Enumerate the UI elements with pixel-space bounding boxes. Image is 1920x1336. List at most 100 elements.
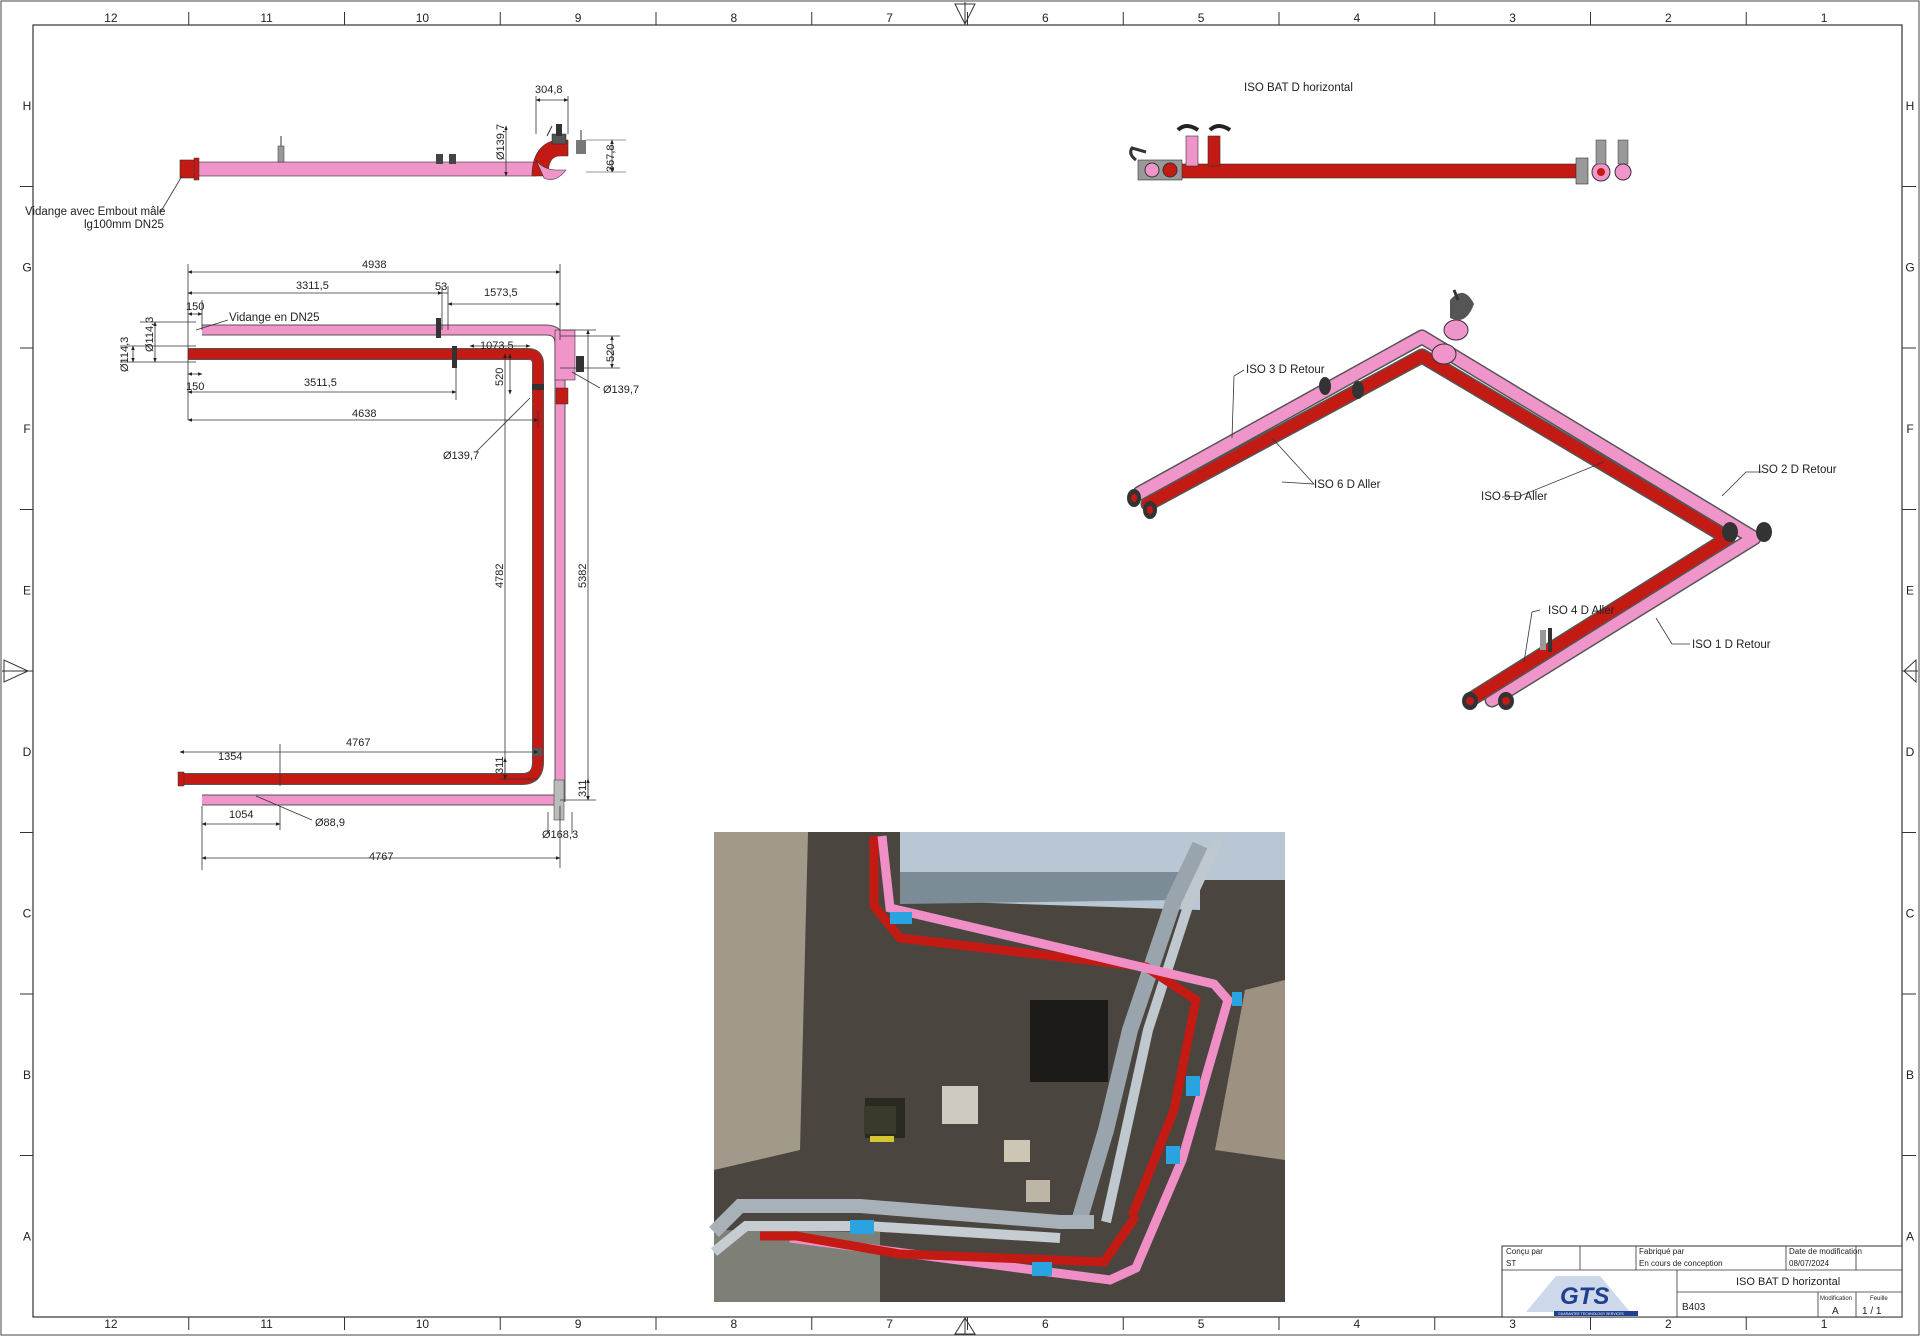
- grid-row-label-right: A: [1906, 1229, 1914, 1243]
- top-right-elevation: ISO BAT D horizontal: [1129, 82, 1632, 185]
- dim-dia-114-3-a: Ø114,3: [144, 317, 156, 352]
- label-iso-2-retour: ISO 2 D Retour: [1758, 464, 1837, 476]
- tb-feuille-value: 1 / 1: [1862, 1306, 1882, 1317]
- drain-callout-line1: Vidange avec Embout mâle: [25, 206, 165, 218]
- grid-row-label-left: F: [23, 422, 30, 436]
- tb-concu-par-label: Conçu par: [1506, 1247, 1543, 1256]
- grid-col-label-bottom: 2: [1665, 1317, 1672, 1331]
- grid-ticks: [20, 12, 1916, 1330]
- grid-row-label-right: F: [1906, 422, 1913, 436]
- grid-col-label-top: 2: [1665, 11, 1672, 25]
- dim-520-vertical: 520: [494, 368, 506, 386]
- gts-logo: GTS GUARANTEE TECHNOLOGY SERVICES: [1526, 1276, 1638, 1316]
- grid-row-label-left: E: [23, 583, 31, 597]
- tb-modification-label: Modification: [1820, 1296, 1852, 1302]
- grid-col-label-bottom: 9: [575, 1317, 582, 1331]
- grid-col-label-top: 10: [416, 11, 430, 25]
- dim-4767-bottom: 4767: [369, 851, 393, 863]
- grid-row-label-right: D: [1906, 745, 1915, 759]
- grid-col-label-top: 5: [1198, 11, 1205, 25]
- grid-col-label-bottom: 7: [886, 1317, 893, 1331]
- tb-drawing-number: B403: [1682, 1302, 1706, 1313]
- dim-4638: 4638: [352, 408, 376, 420]
- dim-311-a: 311: [494, 756, 506, 774]
- grid-col-label-bottom: 8: [731, 1317, 738, 1331]
- dim-1354: 1354: [218, 751, 242, 763]
- grid-col-label-bottom: 6: [1042, 1317, 1049, 1331]
- grid-col-label-top: 1: [1821, 11, 1828, 25]
- grid-row-label-left: D: [23, 745, 32, 759]
- plan-dimension-labels: 4938 3311,5 53 1573,5 150 Vidange en DN2…: [119, 259, 639, 863]
- grid-row-label-right: B: [1906, 1068, 1914, 1082]
- grid-col-label-top: 12: [104, 11, 118, 25]
- label-iso-6-aller: ISO 6 D Aller: [1314, 479, 1381, 491]
- iso-labels: ISO 3 D Retour ISO 6 D Aller ISO 5 D All…: [1246, 364, 1837, 651]
- iso-leaders: [1231, 369, 1762, 663]
- grid-col-label-top: 7: [886, 11, 893, 25]
- tb-modification-value: A: [1832, 1306, 1839, 1317]
- grid-col-label-bottom: 12: [104, 1317, 118, 1331]
- grid-row-label-right: H: [1906, 99, 1915, 113]
- dim-304-8: 304,8: [535, 84, 563, 96]
- grid-row-label-left: G: [22, 260, 31, 274]
- drain-dn25-callout: Vidange en DN25: [229, 312, 320, 324]
- dim-dia-139-7-top: Ø139,7: [495, 124, 507, 160]
- grid-col-label-bottom: 4: [1354, 1317, 1361, 1331]
- tb-feuille-label: Feuille: [1870, 1296, 1888, 1302]
- dim-3311-5: 3311,5: [296, 280, 329, 292]
- label-iso-3-retour: ISO 3 D Retour: [1246, 364, 1325, 376]
- dim-150-bottom: 150: [186, 381, 204, 393]
- grid-row-label-right: E: [1906, 583, 1914, 597]
- dim-1054: 1054: [229, 809, 253, 821]
- dim-5382: 5382: [577, 564, 589, 588]
- tb-fabrique-label: Fabriqué par: [1639, 1247, 1685, 1256]
- top-left-elevation: 304,8 Ø139,7 367,8 Vidange avec Embout m…: [25, 84, 626, 231]
- tb-title: ISO BAT D horizontal: [1736, 1276, 1840, 1288]
- plan-dimensions: [120, 264, 620, 870]
- label-iso-1-retour: ISO 1 D Retour: [1692, 639, 1771, 651]
- grid-col-label-bottom: 11: [260, 1317, 273, 1331]
- dim-dia-168-3: Ø168,3: [542, 829, 578, 841]
- dim-1073-5: 1073,5: [480, 340, 514, 352]
- dim-367-8: 367,8: [605, 144, 617, 172]
- grid-col-label-top: 6: [1042, 11, 1049, 25]
- dim-4767-top: 4767: [346, 737, 370, 749]
- dim-150-top: 150: [186, 301, 204, 313]
- tb-date-label: Date de modification: [1789, 1247, 1862, 1256]
- dim-dia-88-9: Ø88,9: [315, 817, 345, 829]
- dim-dia-139-7-right: Ø139,7: [603, 384, 639, 396]
- grid-row-label-left: B: [23, 1068, 31, 1082]
- grid-col-label-bottom: 10: [416, 1317, 430, 1331]
- grid-col-label-bottom: 3: [1509, 1317, 1516, 1331]
- dim-dia-139-7-bottom: Ø139,7: [443, 450, 479, 462]
- dim-3511-5: 3511,5: [304, 377, 337, 389]
- grid-row-label-left: H: [23, 99, 32, 113]
- grid-col-label-top: 9: [575, 11, 582, 25]
- grid-row-label-left: C: [23, 906, 32, 920]
- grid-col-label-top: 3: [1509, 11, 1516, 25]
- dim-4782: 4782: [494, 564, 506, 588]
- top-right-title: ISO BAT D horizontal: [1244, 82, 1353, 94]
- grid-row-label-right: C: [1906, 906, 1915, 920]
- dim-4938: 4938: [362, 259, 386, 271]
- dim-311-b: 311: [577, 779, 589, 797]
- title-block: Conçu par ST Fabriqué par En cours de co…: [1501, 1245, 1903, 1318]
- dim-520-right: 520: [605, 344, 617, 362]
- dim-53: 53: [435, 281, 447, 293]
- svg-text:GUARANTEE TECHNOLOGY SERVICES: GUARANTEE TECHNOLOGY SERVICES: [1558, 1312, 1624, 1316]
- tb-fabrique-value: En cours de conception: [1639, 1259, 1723, 1268]
- plan-view: [177, 318, 584, 821]
- grid-col-label-top: 11: [260, 11, 273, 25]
- grid-row-label-left: A: [23, 1229, 31, 1243]
- tb-date-value: 08/07/2024: [1789, 1259, 1830, 1268]
- site-photo: [709, 832, 1285, 1302]
- grid-row-label-right: G: [1905, 260, 1914, 274]
- grid-col-label-bottom: 5: [1198, 1317, 1205, 1331]
- isometric-view: [1127, 289, 1772, 710]
- label-iso-5-aller: ISO 5 D Aller: [1481, 491, 1548, 503]
- grid-col-label-top: 8: [731, 11, 738, 25]
- drain-callout-line2: lg100mm DN25: [84, 219, 164, 231]
- svg-text:GTS: GTS: [1560, 1283, 1609, 1310]
